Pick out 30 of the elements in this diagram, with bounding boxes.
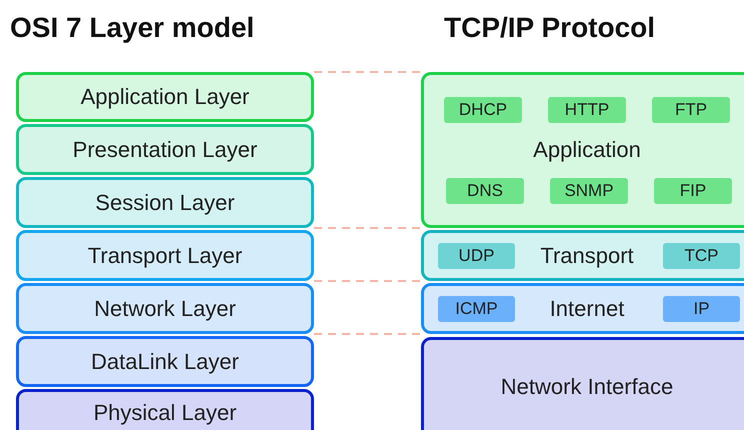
layer-box: Application Layer (16, 72, 314, 122)
layer-box: Presentation Layer (16, 124, 314, 175)
dashed-connector (314, 227, 421, 229)
protocol-tag: HTTP (548, 97, 626, 123)
layer-box (421, 72, 744, 228)
protocol-tag: DHCP (444, 97, 522, 123)
dashed-connector (314, 280, 421, 282)
protocol-tag: DNS (446, 178, 524, 204)
protocol-tag: FTP (652, 97, 730, 123)
protocol-tag: FIP (654, 178, 732, 204)
protocol-tag: ICMP (438, 296, 515, 322)
layer-label: Transport (540, 242, 634, 268)
dashed-connector (314, 71, 421, 73)
protocol-tag: UDP (438, 243, 515, 269)
layer-box: DataLink Layer (16, 336, 314, 387)
protocol-tag: TCP (663, 243, 740, 269)
column-heading: OSI 7 Layer model (10, 12, 254, 44)
layer-box: Physical Layer (16, 389, 314, 430)
layer-box (421, 283, 744, 334)
dashed-connector (314, 333, 421, 335)
layer-box: Transport Layer (16, 230, 314, 281)
protocol-tag: SNMP (550, 178, 628, 204)
layer-label: Application (533, 137, 641, 163)
protocol-tag: IP (663, 296, 740, 322)
layer-box: Network Layer (16, 283, 314, 334)
column-heading: TCP/IP Protocol (444, 12, 656, 44)
layer-box (421, 230, 744, 281)
layer-box: Network Interface (421, 337, 744, 430)
layer-label: Internet (550, 296, 624, 322)
layer-box: Session Layer (16, 177, 314, 228)
